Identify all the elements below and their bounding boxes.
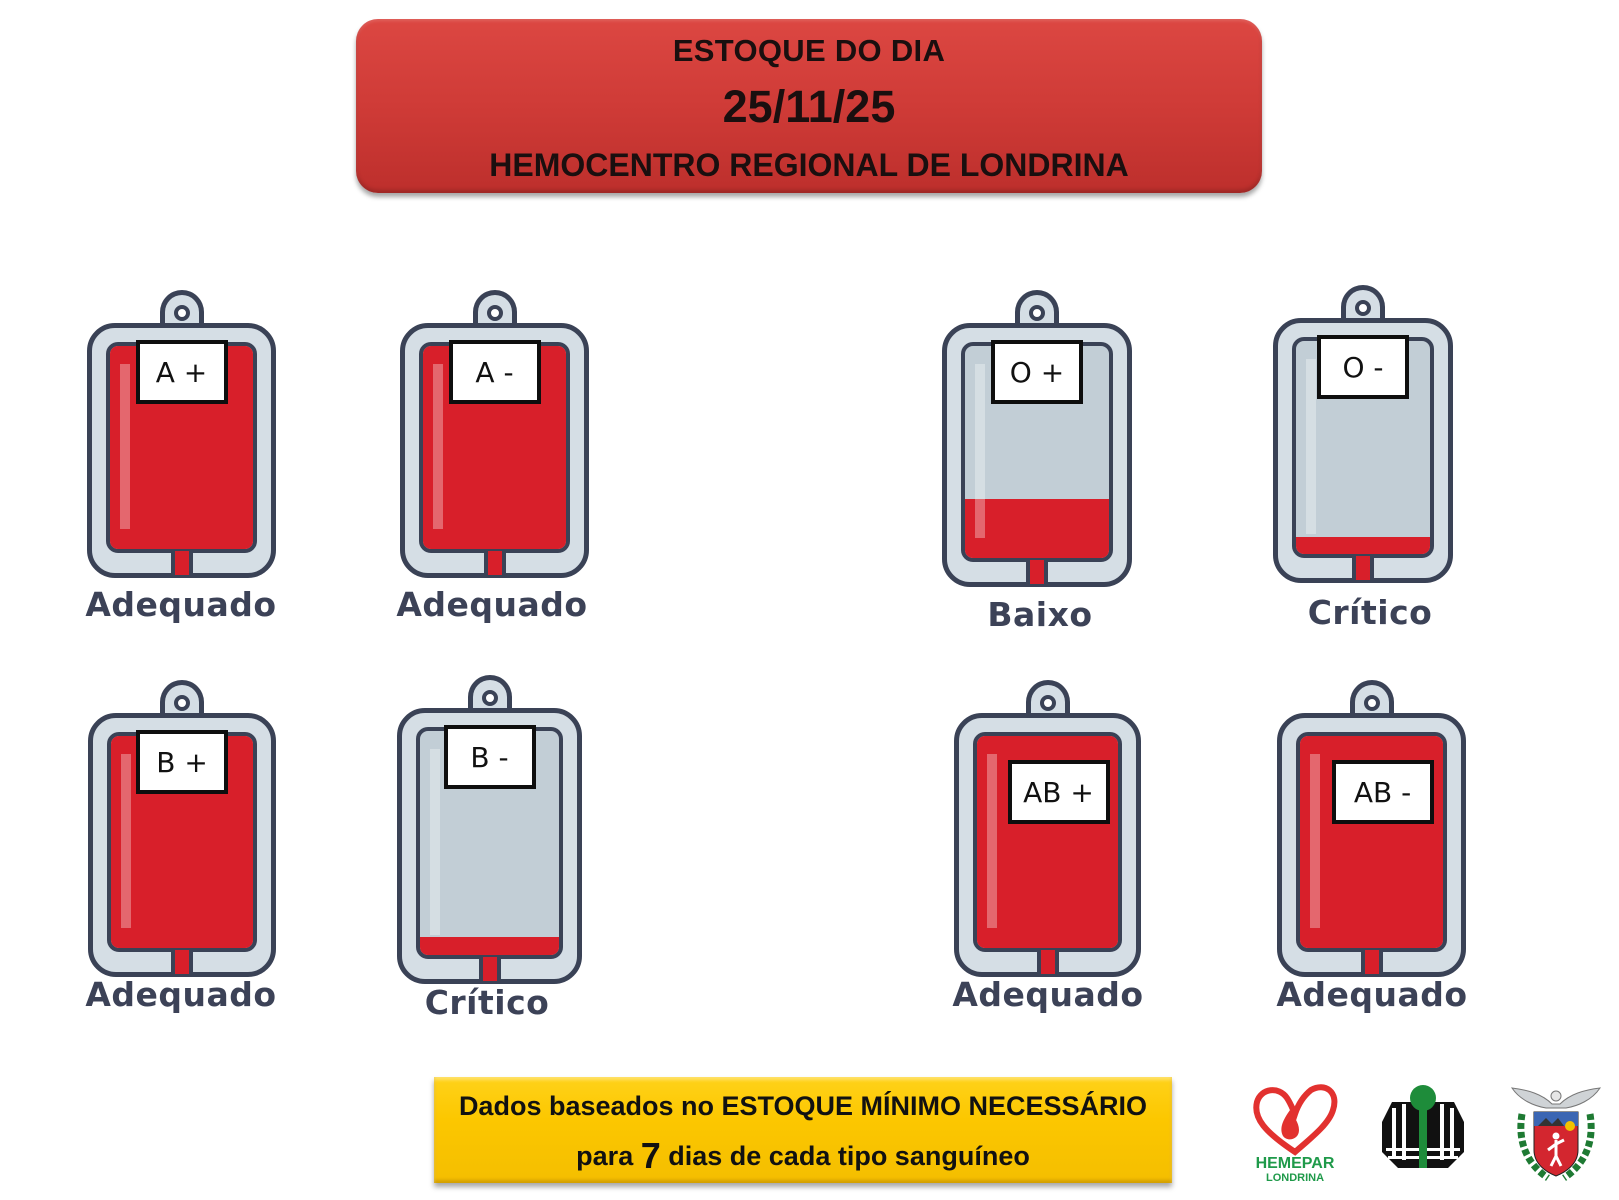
status-label: Adequado [952,975,1144,1014]
notice-line-1: Dados baseados no ESTOQUE MÍNIMO NECESSÁ… [458,1091,1148,1121]
uel-logo [1378,1082,1468,1172]
blood-bag-a-negative: A - [400,290,589,578]
svg-text:HEMEPAR: HEMEPAR [1256,1155,1335,1172]
status-label: Adequado [1276,975,1468,1014]
blood-bag-b-positive: B + [88,680,276,977]
status-label: Adequado [85,585,277,624]
blood-bag-o-positive: O + [942,290,1132,587]
university-logo-icon [1382,1085,1464,1168]
hemepar-logo: HEMEPAR LONDRINA [1245,1080,1345,1185]
heart-drop-icon: HEMEPAR LONDRINA [1253,1084,1338,1184]
blood-bag-o-negative: O - [1273,285,1453,583]
blood-type-tag: AB - [1331,760,1434,824]
blood-type-tag: B + [136,730,228,794]
status-label: Crítico [424,983,550,1022]
minimum-stock-notice: Dados baseados no ESTOQUE MÍNIMO NECESSÁ… [434,1077,1172,1183]
blood-type-tag: O + [991,340,1083,404]
status-label: Baixo [987,595,1093,634]
notice-days-number: 7 [640,1135,661,1176]
header-banner: ESTOQUE DO DIA 25/11/25 HEMOCENTRO REGIO… [356,19,1262,193]
blood-type-tag: AB + [1007,760,1110,824]
coat-of-arms-icon [1510,1087,1602,1181]
notice-suffix: dias de cada tipo sanguíneo [660,1141,1030,1171]
blood-bag-ab-positive: AB + [954,680,1141,977]
blood-type-tag: A - [448,340,541,404]
blood-type-tag: B - [443,725,536,789]
blood-type-tag: A + [135,340,228,404]
status-label: Adequado [396,585,588,624]
header-date: 25/11/25 [722,81,896,132]
blood-bag-ab-negative: AB - [1277,680,1466,977]
header-title: ESTOQUE DO DIA [672,33,946,68]
blood-bag-b-negative: B - [397,675,582,984]
blood-bag-a-positive: A + [87,290,276,578]
status-label: Adequado [85,975,277,1014]
blood-type-tag: O - [1317,335,1409,399]
notice-line-2: para 7 dias de cada tipo sanguíneo [434,1135,1172,1177]
status-label: Crítico [1307,593,1433,632]
svg-text:LONDRINA: LONDRINA [1266,1172,1324,1184]
parana-coat-of-arms [1508,1078,1604,1188]
notice-prefix: para [576,1141,641,1171]
header-institution: HEMOCENTRO REGIONAL DE LONDRINA [489,147,1129,183]
